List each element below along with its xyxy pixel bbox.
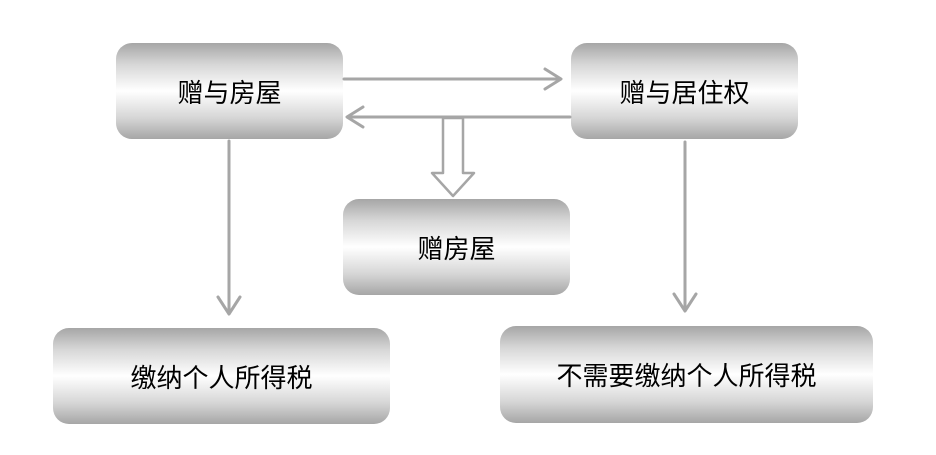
- node-no-tax-label: 不需要缴纳个人所得税: [556, 362, 817, 392]
- arrow-gift-house-to-residence: [342, 67, 563, 91]
- node-gift-residence: 赠与居住权: [571, 43, 798, 139]
- node-gift-residence-label: 赠与居住权: [619, 78, 750, 109]
- node-no-tax: 不需要缴纳个人所得税: [500, 326, 873, 423]
- node-gift-house: 赠与房屋: [116, 43, 343, 139]
- node-pay-tax-label: 缴纳个人所得税: [130, 363, 313, 394]
- node-house-label: 赠房屋: [417, 234, 496, 265]
- arrow-residence-to-no-tax: [672, 140, 698, 313]
- node-house: 赠房屋: [343, 199, 570, 295]
- node-pay-tax: 缴纳个人所得税: [53, 328, 390, 424]
- hollow-arrow-to-house: [430, 116, 476, 198]
- node-gift-house-label: 赠与房屋: [177, 78, 282, 109]
- arrow-gift-house-to-pay-tax: [216, 139, 242, 316]
